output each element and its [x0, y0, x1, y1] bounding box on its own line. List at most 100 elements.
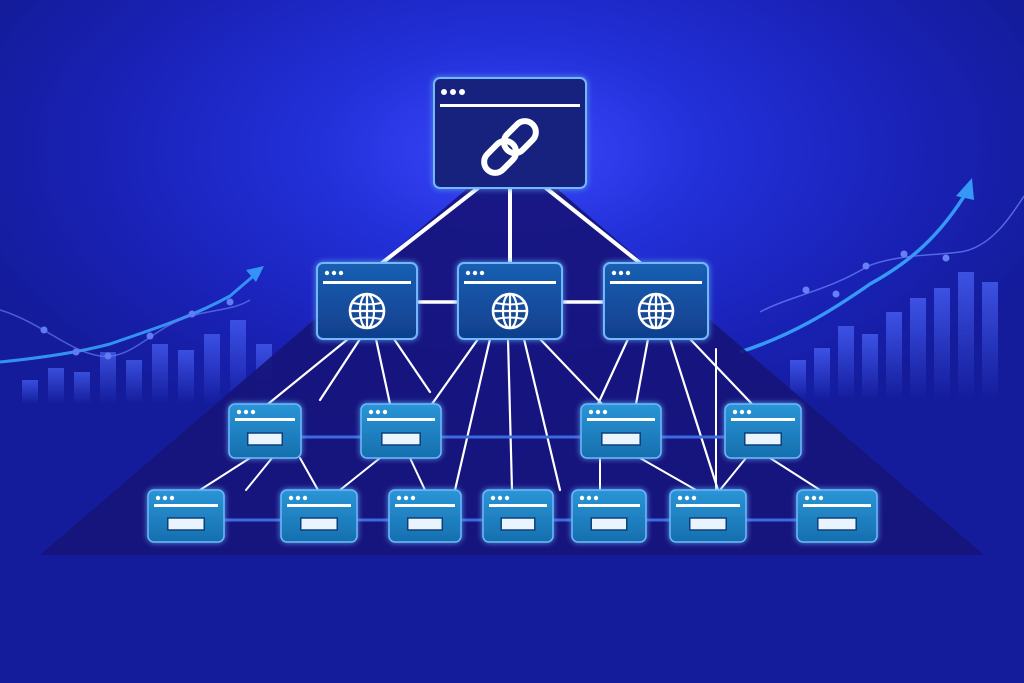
window-dot	[295, 495, 301, 501]
connector-line	[299, 457, 319, 491]
chart-bar	[862, 334, 878, 400]
title-bar	[587, 418, 655, 421]
trend-point	[146, 332, 154, 340]
title-bar	[235, 418, 295, 421]
window-dot	[625, 270, 631, 276]
title-bar	[323, 281, 411, 284]
title-bar	[489, 504, 547, 507]
window-dot	[410, 495, 416, 501]
title-bar	[367, 418, 435, 421]
chart-bar	[790, 360, 806, 400]
connector-line	[544, 186, 642, 265]
trend-point	[72, 348, 80, 356]
title-bar	[287, 504, 351, 507]
title-bar	[440, 104, 580, 107]
connector-line	[596, 337, 630, 406]
chart-bar	[982, 282, 998, 400]
chart-bar	[48, 368, 64, 404]
page-node	[228, 403, 302, 459]
chart-bar	[74, 372, 90, 404]
connector-line	[634, 337, 650, 406]
left-trend-chart-decoration	[0, 266, 272, 404]
arrow-head-icon	[246, 266, 264, 282]
window-dot	[368, 409, 374, 415]
window-dot	[602, 409, 608, 415]
trend-point	[942, 254, 950, 262]
content-block-icon	[744, 432, 782, 446]
connector-line	[719, 457, 747, 491]
trend-point	[188, 310, 196, 318]
chart-bar	[100, 352, 116, 404]
chart-bar	[910, 298, 926, 400]
content-block-icon	[381, 432, 421, 446]
connector-line	[688, 337, 754, 406]
window-dot	[595, 409, 601, 415]
window-dot	[243, 409, 249, 415]
trend-arrow-line	[0, 270, 259, 364]
window-dot	[250, 409, 256, 415]
window-dot	[403, 495, 409, 501]
window-dot	[504, 495, 510, 501]
title-bar	[610, 281, 702, 284]
trend-arrow-line	[739, 189, 970, 354]
window-dot	[746, 409, 752, 415]
window-frame	[280, 489, 358, 543]
window-dot	[375, 409, 381, 415]
page-node	[482, 489, 554, 543]
window-dot	[586, 495, 592, 501]
content-block-icon	[601, 432, 641, 446]
content-block-icon	[689, 517, 727, 531]
connector-line	[339, 457, 381, 491]
window-dot	[236, 409, 242, 415]
window-dot	[818, 495, 824, 501]
content-block-icon	[246, 432, 284, 446]
window-dot	[588, 409, 594, 415]
chart-bar	[958, 272, 974, 400]
window-dot	[338, 270, 344, 276]
title-bar	[395, 504, 455, 507]
connector-line	[639, 457, 697, 491]
page-node	[724, 403, 802, 459]
window-dot	[739, 409, 745, 415]
trend-point	[802, 286, 810, 294]
title-bar	[731, 418, 795, 421]
connector-line	[409, 457, 426, 491]
trend-point	[862, 262, 870, 270]
window-dot	[288, 495, 294, 501]
connector-line	[668, 337, 720, 492]
connector-line	[380, 186, 480, 265]
window-dot	[593, 495, 599, 501]
window-frame	[796, 489, 878, 543]
content-block-icon	[406, 517, 444, 531]
connector-line	[199, 457, 251, 491]
window-frame	[724, 403, 802, 459]
chart-bar	[152, 344, 168, 404]
connector-line	[392, 337, 432, 394]
window-dot	[691, 495, 697, 501]
connector-line	[506, 337, 514, 492]
page-node	[147, 489, 225, 543]
content-block-icon	[167, 517, 205, 531]
content-block-icon	[300, 517, 338, 531]
trend-point	[226, 298, 234, 306]
trend-secondary-line	[0, 299, 251, 358]
connector-line	[430, 337, 480, 406]
window-frame	[147, 489, 225, 543]
right-trend-chart-decoration	[739, 178, 1024, 400]
globe-site-node	[316, 262, 418, 340]
chart-bar	[22, 380, 38, 404]
globe-icon	[348, 292, 386, 330]
connection-lines	[199, 186, 821, 522]
title-bar	[464, 281, 556, 284]
globe-icon	[637, 292, 675, 330]
window-dot	[331, 270, 337, 276]
window-dot	[579, 495, 585, 501]
trend-point	[40, 326, 48, 334]
window-dot	[677, 495, 683, 501]
window-dot	[441, 89, 447, 95]
page-node	[580, 403, 662, 459]
window-dot	[450, 89, 456, 95]
chart-bar	[934, 288, 950, 400]
